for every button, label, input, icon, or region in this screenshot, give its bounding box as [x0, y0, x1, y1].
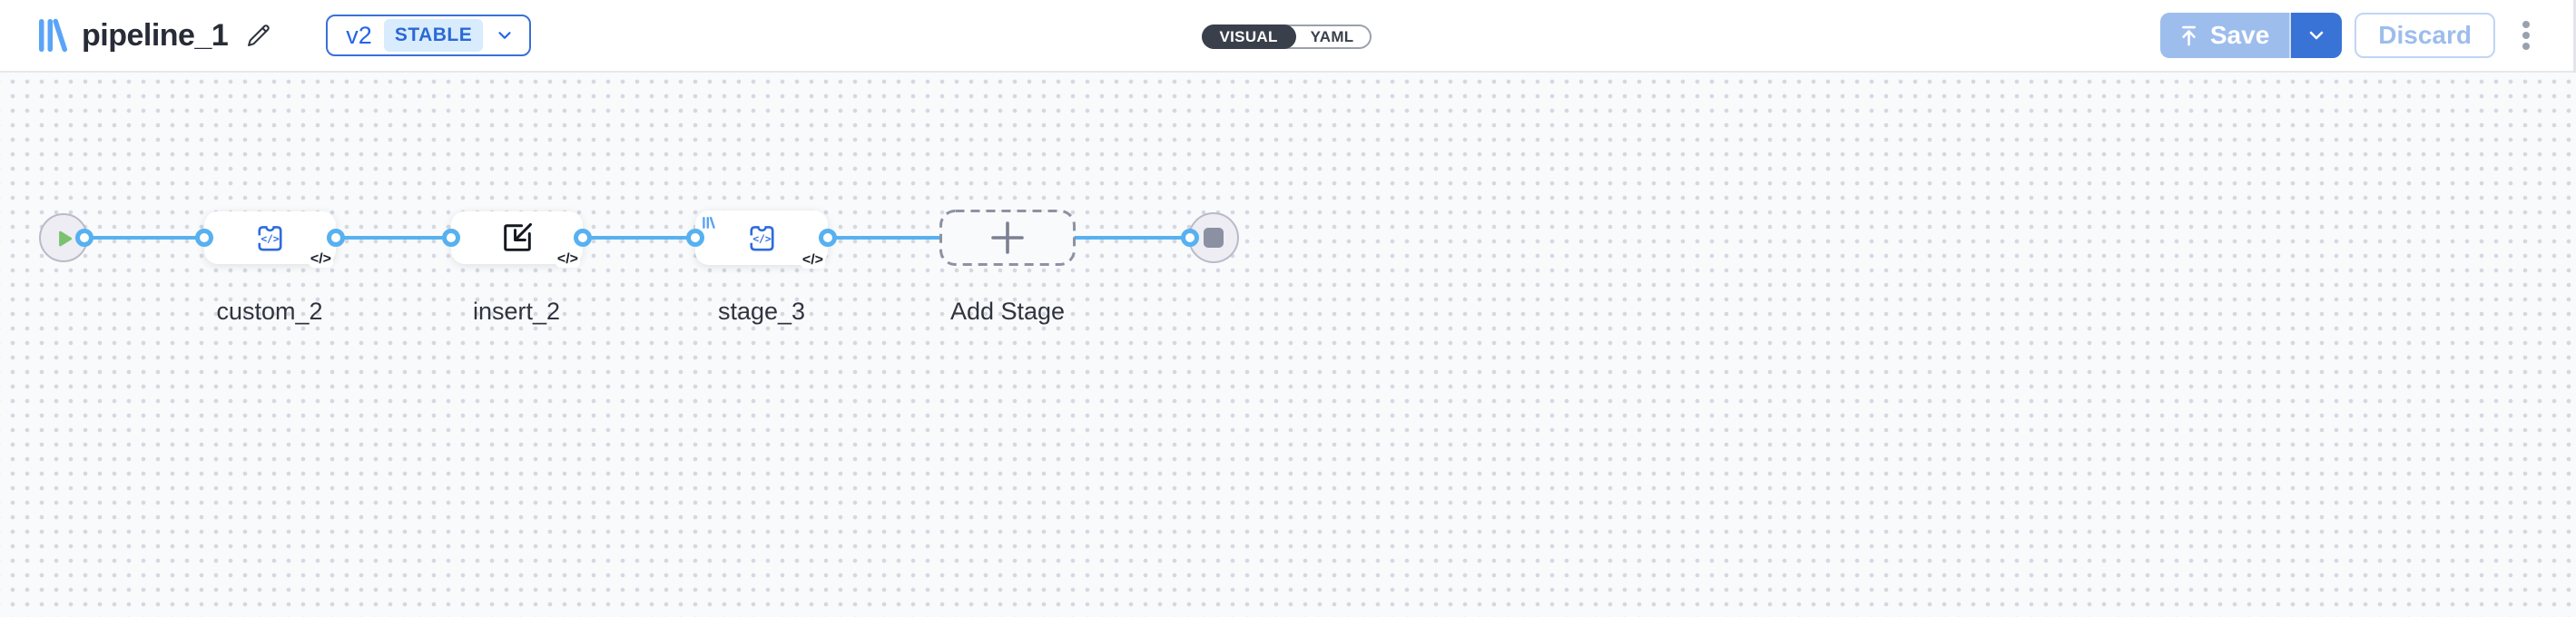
- tab-yaml[interactable]: YAML: [1294, 26, 1371, 47]
- chevron-down-icon: [498, 32, 511, 39]
- kebab-dot: [2522, 21, 2530, 28]
- save-split-button: Save: [2159, 13, 2343, 58]
- brand-logo-marker: [703, 216, 715, 229]
- kebab-dot: [2522, 32, 2530, 39]
- connector-handle[interactable]: [1181, 229, 1199, 247]
- save-button-label: Save: [2209, 21, 2270, 49]
- view-mode-toggle: VISUAL YAML: [1201, 24, 1372, 49]
- pipeline-canvas[interactable]: </> </> custom_2 </> insert_2 </>: [0, 73, 2576, 617]
- component-code-icon: </>: [257, 225, 282, 250]
- add-stage-button[interactable]: [939, 210, 1076, 270]
- tab-visual[interactable]: VISUAL: [1201, 24, 1296, 49]
- code-badge: </>: [308, 251, 333, 268]
- add-stage-dashed-box: [939, 210, 1076, 266]
- component-code-icon: </>: [749, 225, 774, 250]
- upload-icon: [2181, 25, 2196, 45]
- stage-node-insert-2[interactable]: </>: [451, 211, 583, 268]
- connector-handle[interactable]: [195, 229, 213, 247]
- more-options-button[interactable]: [2513, 14, 2539, 57]
- header-left-group: pipeline_1 v2 STABLE: [0, 15, 532, 56]
- stage-node-stage-3[interactable]: </> </>: [695, 211, 828, 269]
- edge-insert2-stage3: [583, 236, 695, 240]
- plus-icon: [991, 221, 1024, 254]
- play-icon: [58, 230, 72, 246]
- header-actions: Save Discard: [2159, 13, 2573, 58]
- connector-handle[interactable]: [327, 229, 345, 247]
- stage-node-custom-2[interactable]: </> </>: [204, 211, 336, 268]
- save-button[interactable]: Save: [2159, 13, 2292, 58]
- page-title: pipeline_1: [82, 17, 229, 53]
- edge-custom2-insert2: [336, 236, 451, 240]
- pipeline-trigger-node[interactable]: [39, 213, 88, 262]
- save-options-button[interactable]: [2291, 13, 2343, 58]
- stage-label: insert_2: [472, 298, 561, 325]
- connector-handle[interactable]: [819, 229, 837, 247]
- stop-icon: [1204, 228, 1224, 248]
- kebab-dot: [2522, 43, 2530, 50]
- brand-logo: [39, 18, 68, 53]
- svg-text:</>: </>: [752, 232, 772, 245]
- version-selector[interactable]: v2 STABLE: [326, 15, 532, 56]
- svg-text:</>: </>: [261, 232, 280, 245]
- insert-icon: [503, 222, 532, 251]
- version-status-badge: STABLE: [383, 19, 484, 52]
- connector-handle[interactable]: [442, 229, 460, 247]
- edge-trigger-custom2: [84, 236, 204, 240]
- stage-label: stage_3: [717, 298, 806, 325]
- connector-handle[interactable]: [574, 229, 592, 247]
- chevron-down-icon: [2309, 31, 2324, 40]
- connector-handle[interactable]: [75, 229, 93, 247]
- stage-label: custom_2: [216, 298, 323, 325]
- code-badge: </>: [800, 252, 825, 269]
- code-badge: </>: [555, 251, 580, 268]
- edit-pencil-icon: [248, 24, 270, 46]
- version-label: v2: [346, 21, 372, 49]
- add-stage-label: Add Stage: [949, 298, 1066, 325]
- rename-pipeline-button[interactable]: [241, 17, 277, 54]
- connector-handle[interactable]: [686, 229, 704, 247]
- discard-button[interactable]: Discard: [2355, 13, 2495, 58]
- top-bar: pipeline_1 v2 STABLE VISUAL YAML: [0, 0, 2573, 73]
